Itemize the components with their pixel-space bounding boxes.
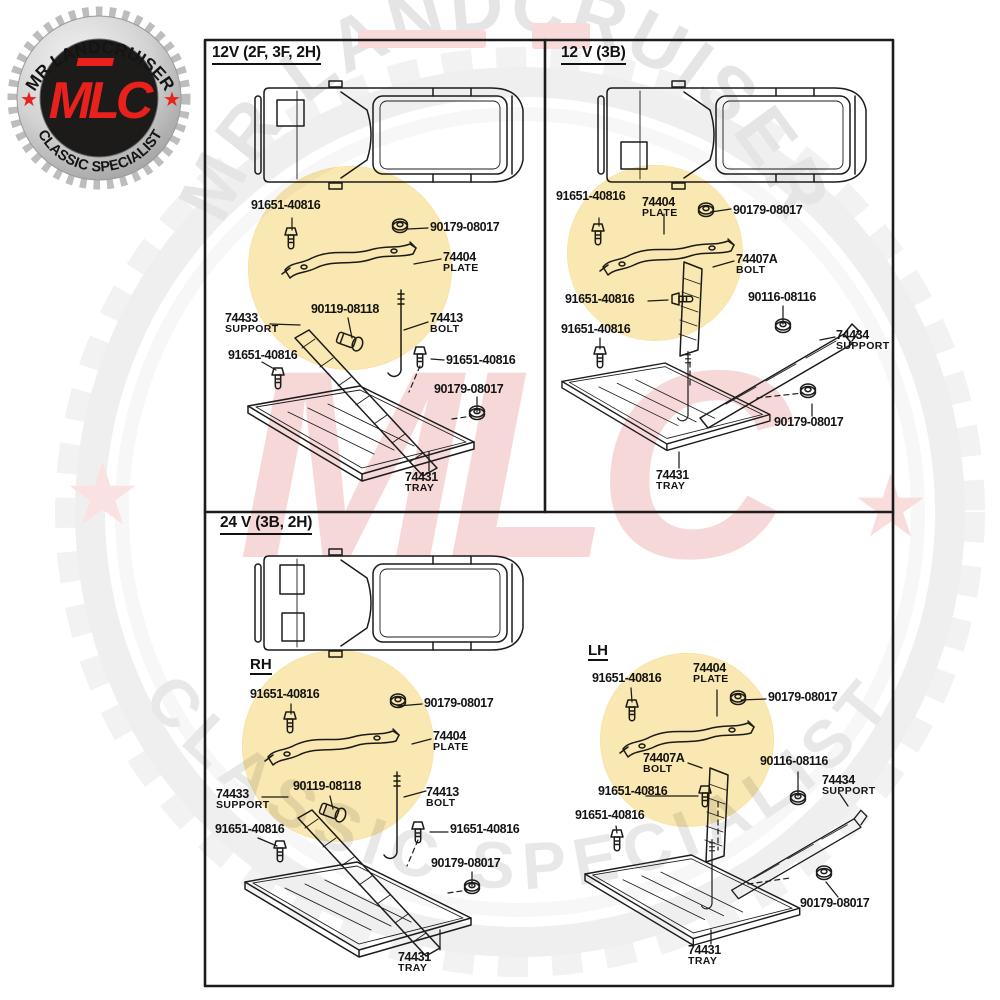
part-name: PLATE xyxy=(433,741,469,753)
part-number: 91651-40816 xyxy=(598,784,668,798)
part-number: 90179-08017 xyxy=(424,696,494,710)
badge-star-left-icon: ★ xyxy=(20,89,38,111)
part-label: 90179-08017 xyxy=(430,220,500,234)
part-number: 91651-40816 xyxy=(250,687,320,701)
part-label: 90116-08116 xyxy=(748,290,816,304)
part-name: BOLT xyxy=(736,264,766,276)
part-name: SUPPORT xyxy=(836,340,890,352)
part-name: BOLT xyxy=(430,323,460,335)
part-label: 90179-08017 xyxy=(733,203,803,217)
part-number: 90179-08017 xyxy=(768,690,838,704)
badge-logo-bar xyxy=(76,58,115,66)
part-number: 91651-40816 xyxy=(450,822,520,836)
part-label: 91651-40816 xyxy=(556,189,626,203)
brand-badge: MR LANDCRUISER CLASSIC SPECIALIST ★ ★ ML… xyxy=(7,6,191,190)
part-label: 91651-40816 xyxy=(598,784,668,798)
part-number: 91651-40816 xyxy=(228,348,298,362)
part-label: 90119-08118 xyxy=(293,779,361,793)
part-number: 90116-08116 xyxy=(748,290,816,304)
part-name: SUPPORT xyxy=(822,785,876,797)
part-number: 91651-40816 xyxy=(575,808,645,822)
part-label: 90179-08017 xyxy=(431,856,501,870)
part-name: BOLT xyxy=(643,763,673,775)
part-label: 90179-08017 xyxy=(800,896,870,910)
part-number: 90119-08118 xyxy=(311,302,379,316)
part-label: 90119-08118 xyxy=(311,302,379,316)
part-label: 91651-40816 xyxy=(228,348,298,362)
part-name: TRAY xyxy=(656,480,686,492)
part-number: 90179-08017 xyxy=(800,896,870,910)
part-label: 90179-08017 xyxy=(774,415,844,429)
part-label: 91651-40816 xyxy=(575,808,645,822)
part-number: 90179-08017 xyxy=(434,382,504,396)
part-number: 90179-08017 xyxy=(430,220,500,234)
part-number: 91651-40816 xyxy=(592,671,662,685)
part-number: 91651-40816 xyxy=(561,322,631,336)
part-label: 90179-08017 xyxy=(768,690,838,704)
section-title: 12 V (3B) xyxy=(561,44,626,65)
section-title: 12V (2F, 3F, 2H) xyxy=(212,44,321,65)
badge-mlc-logo: MLC xyxy=(49,72,155,130)
part-name: PLATE xyxy=(693,673,729,685)
part-name: PLATE xyxy=(642,207,678,219)
part-name: TRAY xyxy=(398,962,428,974)
part-label: 91651-40816 xyxy=(592,671,662,685)
part-label: 90116-08116 xyxy=(760,754,828,768)
part-number: 91651-40816 xyxy=(446,353,516,367)
part-label: 90179-08017 xyxy=(424,696,494,710)
side-label: LH xyxy=(588,642,608,661)
side-label: RH xyxy=(250,656,272,675)
part-name: SUPPORT xyxy=(225,323,279,335)
part-number: 90179-08017 xyxy=(774,415,844,429)
part-number: 91651-40816 xyxy=(556,189,626,203)
part-number: 91651-40816 xyxy=(251,198,321,212)
part-name: SUPPORT xyxy=(216,799,270,811)
part-number: 90116-08116 xyxy=(760,754,828,768)
part-name: TRAY xyxy=(405,482,435,494)
part-number: 91651-40816 xyxy=(565,292,635,306)
part-label: 91651-40816 xyxy=(250,687,320,701)
part-label: 91651-40816 xyxy=(446,353,516,367)
part-label: 90179-08017 xyxy=(434,382,504,396)
badge-star-right-icon: ★ xyxy=(163,89,181,111)
part-number: 91651-40816 xyxy=(215,822,285,836)
part-label: 91651-40816 xyxy=(251,198,321,212)
part-name: TRAY xyxy=(688,955,718,967)
part-label: 91651-40816 xyxy=(450,822,520,836)
part-label: 91651-40816 xyxy=(565,292,635,306)
part-label: 91651-40816 xyxy=(215,822,285,836)
part-name: PLATE xyxy=(443,262,479,274)
part-number: 90179-08017 xyxy=(431,856,501,870)
part-number: 90119-08118 xyxy=(293,779,361,793)
part-number: 90179-08017 xyxy=(733,203,803,217)
part-name: BOLT xyxy=(426,797,456,809)
part-label: 91651-40816 xyxy=(561,322,631,336)
section-title: 24 V (3B, 2H) xyxy=(220,514,312,535)
